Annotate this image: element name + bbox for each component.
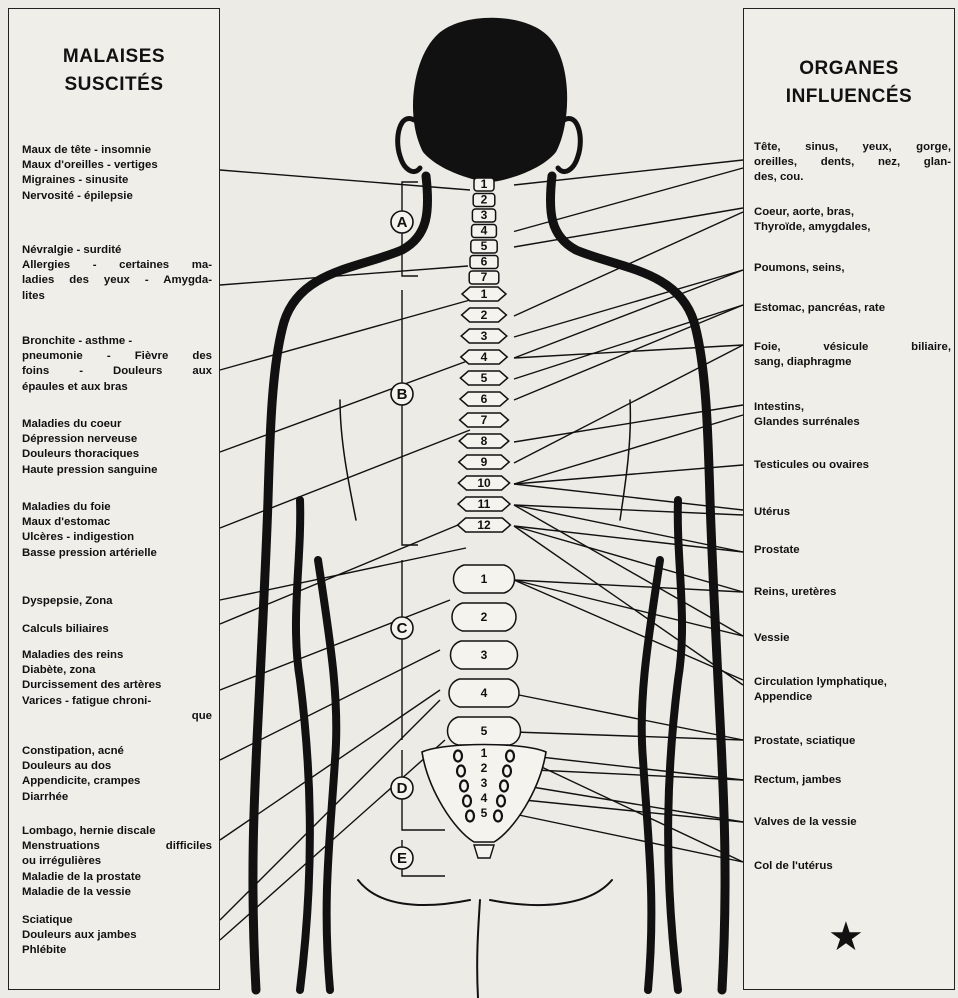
thoracic-vertebra-number: 10 (477, 476, 491, 490)
thoracic-vertebra-number: 5 (481, 371, 488, 385)
section-label-E: E (397, 850, 407, 867)
buttocks (358, 880, 612, 998)
lumbar-vertebra-number: 3 (481, 648, 488, 662)
lumbar-vertebra-number: 1 (481, 572, 488, 586)
cervical-vertebra-number: 4 (481, 224, 488, 238)
thoracic-vertebra-number: 2 (481, 308, 488, 322)
lumbar-vertebra-number: 5 (481, 724, 488, 738)
thoracic-vertebra-number: 9 (481, 455, 488, 469)
sacral-number: 5 (481, 806, 488, 820)
right-scapula (620, 400, 630, 520)
section-label-D: D (397, 780, 408, 797)
lumbar-vertebra-number: 4 (481, 686, 488, 700)
left-arm-inner (296, 500, 310, 990)
thoracic-vertebra-number: 1 (481, 287, 488, 301)
thoracic-vertebra-number: 7 (481, 413, 488, 427)
vertebrae: 12345671234567891011121234512345 (422, 177, 546, 858)
section-label-A: A (397, 214, 408, 231)
section-label-C: C (397, 620, 408, 637)
sacral-number: 2 (481, 761, 488, 775)
thoracic-vertebra-number: 3 (481, 329, 488, 343)
section-label-B: B (397, 386, 408, 403)
left-scapula (340, 400, 356, 520)
cervical-vertebra-number: 5 (481, 239, 488, 253)
thoracic-vertebra-number: 4 (481, 350, 488, 364)
cervical-vertebra-number: 3 (481, 208, 488, 222)
head (413, 18, 567, 182)
cervical-vertebra-number: 7 (481, 270, 488, 284)
thoracic-vertebra-number: 12 (477, 518, 491, 532)
coccyx (474, 845, 494, 858)
cervical-vertebra-number: 2 (481, 193, 488, 207)
left-waist (318, 560, 336, 990)
sacral-number: 4 (481, 791, 488, 805)
sacral-number: 1 (481, 746, 488, 760)
thoracic-vertebra-number: 11 (478, 497, 491, 511)
cervical-vertebra-number: 6 (481, 255, 488, 269)
cervical-vertebra-number: 1 (481, 177, 488, 191)
sacral-number: 3 (481, 776, 488, 790)
thoracic-vertebra-number: 8 (481, 434, 488, 448)
thoracic-vertebra-number: 6 (481, 392, 488, 406)
lumbar-vertebra-number: 2 (481, 610, 488, 624)
